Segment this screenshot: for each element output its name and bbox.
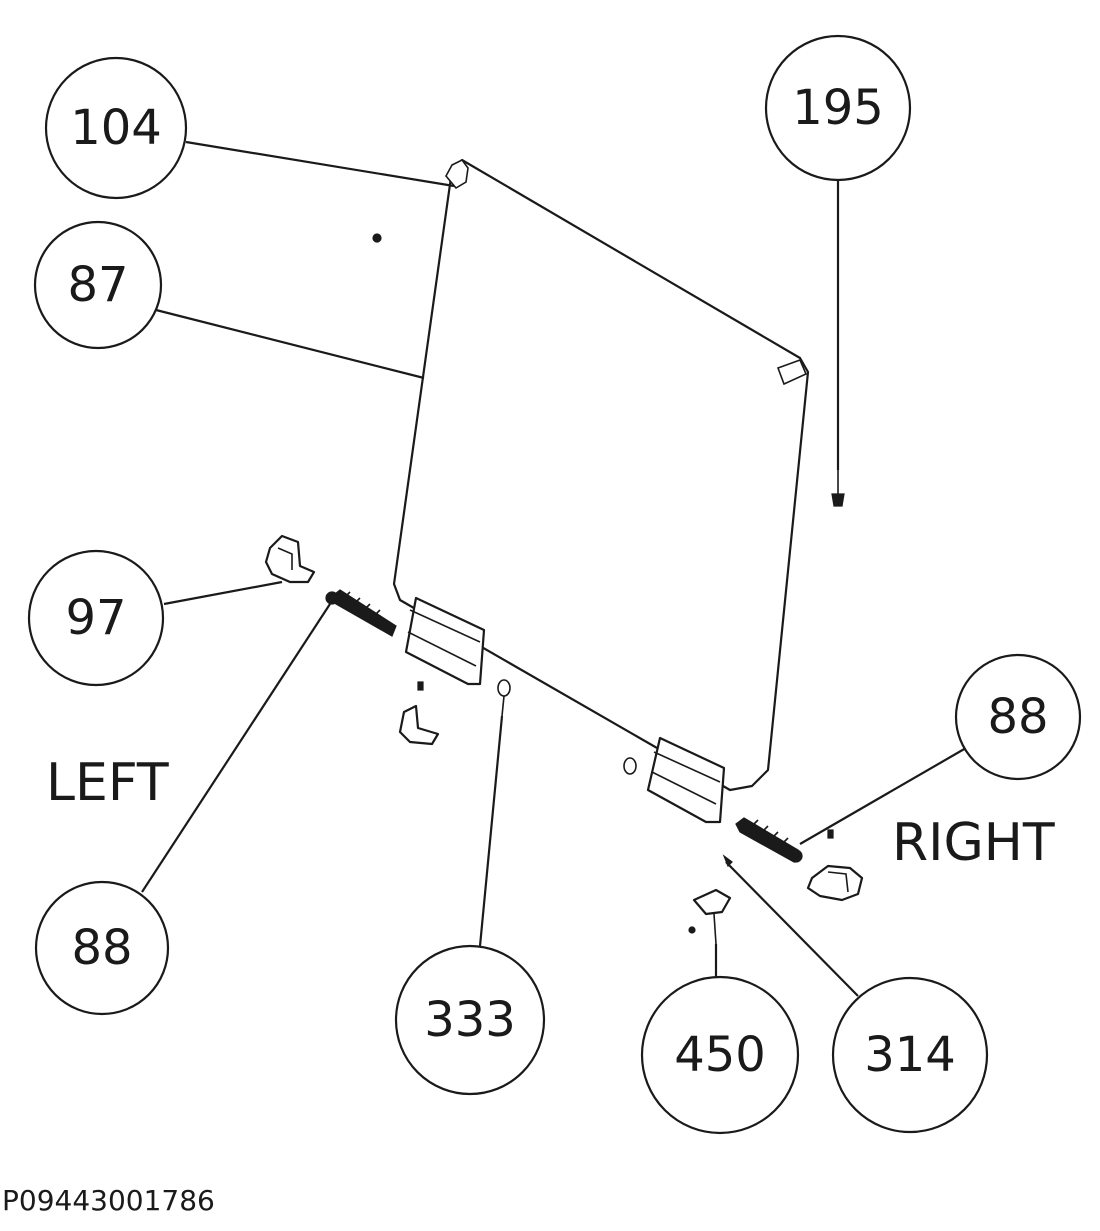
left-label: LEFT bbox=[46, 753, 169, 813]
svg-text:88: 88 bbox=[71, 920, 132, 976]
leader-88-right bbox=[799, 747, 967, 845]
callout-87: 87 bbox=[33, 220, 163, 350]
svg-text:97: 97 bbox=[65, 590, 126, 646]
left-hinge-bracket bbox=[404, 596, 486, 686]
svg-text:314: 314 bbox=[864, 1027, 956, 1083]
door-panel-part bbox=[372, 158, 810, 792]
leader-97 bbox=[163, 580, 283, 606]
right-label: RIGHT bbox=[892, 813, 1055, 873]
right-hinge-bracket bbox=[623, 736, 726, 824]
right-hinge-pin-part bbox=[735, 817, 834, 863]
leader-88-left bbox=[141, 603, 331, 893]
svg-text:87: 87 bbox=[67, 257, 128, 313]
right-hinge-block-part bbox=[806, 864, 864, 902]
callout-97: 97 bbox=[27, 549, 165, 687]
diagram-code: P09443001786 bbox=[2, 1184, 215, 1217]
leader-333 bbox=[478, 715, 504, 947]
left-hinge-block-part bbox=[264, 534, 316, 584]
leader-87 bbox=[155, 308, 425, 380]
callout-88-right: 88 bbox=[954, 653, 1082, 781]
callout-104: 104 bbox=[44, 56, 188, 200]
left-lower-clip-part bbox=[398, 681, 440, 746]
svg-text:450: 450 bbox=[674, 1027, 766, 1083]
right-screw-part bbox=[831, 470, 845, 507]
svg-text:333: 333 bbox=[424, 992, 516, 1048]
left-screw-part bbox=[497, 679, 511, 717]
svg-text:88: 88 bbox=[987, 689, 1048, 745]
callout-333: 333 bbox=[394, 944, 546, 1096]
callout-450: 450 bbox=[640, 975, 800, 1135]
svg-text:104: 104 bbox=[70, 100, 162, 156]
right-lower-clip-part bbox=[688, 854, 733, 945]
leader-104 bbox=[185, 140, 455, 188]
leader-314 bbox=[725, 861, 859, 997]
callout-195: 195 bbox=[764, 34, 912, 182]
left-hinge-pin-part bbox=[325, 589, 397, 637]
svg-text:195: 195 bbox=[792, 80, 884, 136]
callout-88-left: 88 bbox=[34, 880, 170, 1016]
callout-314: 314 bbox=[831, 976, 989, 1134]
